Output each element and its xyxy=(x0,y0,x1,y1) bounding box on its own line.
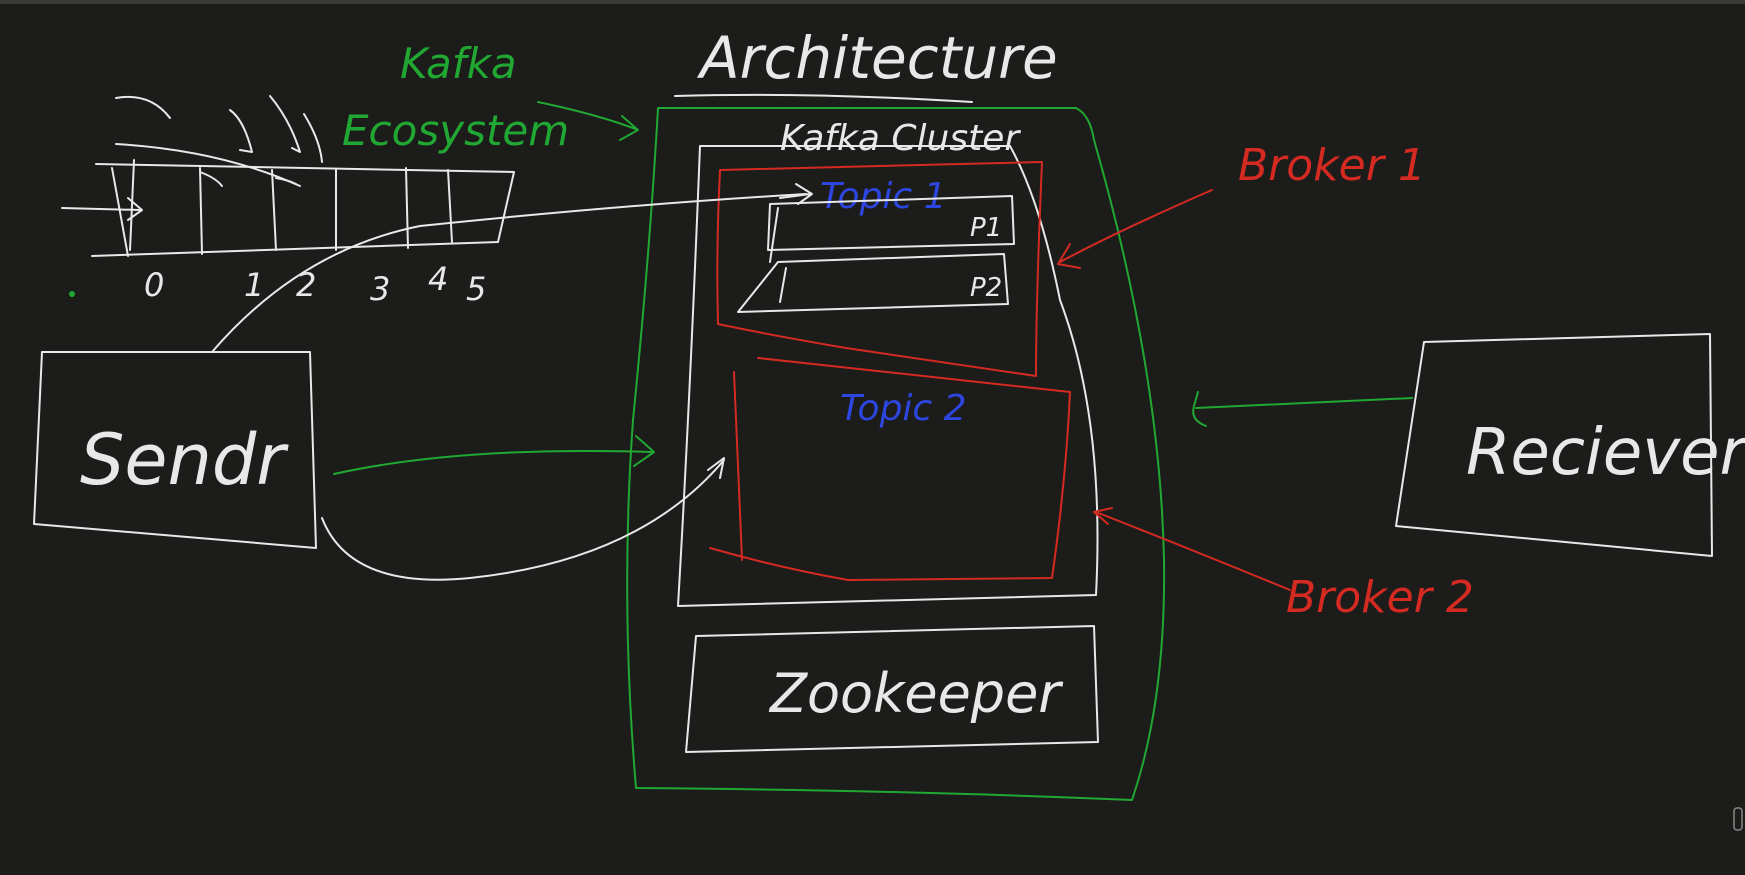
svg-text:3: 3 xyxy=(370,270,390,308)
partition2-label: P2 xyxy=(970,273,1002,303)
sender-label: Sendr xyxy=(80,419,289,501)
sender-to-broker2-arrow xyxy=(321,457,725,581)
corner-handle[interactable] xyxy=(1733,807,1743,831)
svg-text:5: 5 xyxy=(466,270,486,308)
window-top-edge xyxy=(0,0,1745,4)
ecosystem-outline xyxy=(626,107,1166,801)
sender-to-cluster-arrow xyxy=(333,435,655,475)
offset-labels: 0 1 2 3 4 5 xyxy=(144,260,486,308)
svg-text:4: 4 xyxy=(428,260,448,298)
title: Architecture xyxy=(696,24,1058,92)
zookeeper-label: Zookeeper xyxy=(768,662,1063,725)
broker1-label: Broker 1 xyxy=(1238,140,1426,191)
broker1-arrow xyxy=(1057,189,1213,269)
topic1-label: Topic 1 xyxy=(820,176,947,217)
receiver-label: Reciever xyxy=(1466,416,1745,490)
log-sketch xyxy=(61,95,515,257)
receiver-to-cluster-arrow xyxy=(1192,391,1413,427)
broker2-label: Broker 2 xyxy=(1286,572,1474,623)
broker2-arrow xyxy=(1093,507,1291,591)
svg-text:1: 1 xyxy=(244,266,264,304)
receiver-box xyxy=(1395,333,1713,557)
ecosystem-arrow xyxy=(537,101,639,141)
zookeeper-box xyxy=(685,625,1099,753)
ecosystem-label-line2: Ecosystem xyxy=(342,106,569,155)
broker1-box xyxy=(716,161,1043,377)
partition1-marker xyxy=(769,207,779,263)
svg-text:2: 2 xyxy=(296,266,316,304)
green-dot xyxy=(69,291,75,297)
partition2-box xyxy=(737,253,1009,313)
partition2-marker xyxy=(779,267,787,303)
partition1-box xyxy=(767,195,1015,251)
ecosystem-label-line1: Kafka xyxy=(400,39,517,88)
cluster-label: Kafka Cluster xyxy=(780,118,1021,159)
partition1-label: P1 xyxy=(970,213,1002,243)
sender-box xyxy=(33,351,317,549)
topic2-label: Topic 2 xyxy=(840,388,967,429)
title-underline xyxy=(674,93,973,103)
broker2-box xyxy=(709,357,1071,581)
sender-to-topic1-arrow xyxy=(211,193,807,353)
svg-text:0: 0 xyxy=(144,266,164,304)
